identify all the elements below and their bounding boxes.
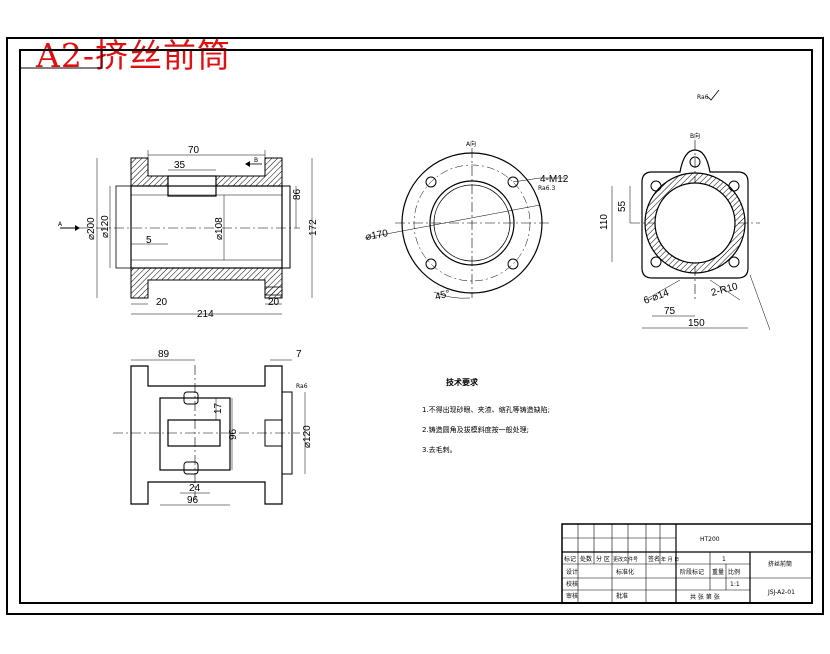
dim-172: 172 [308,219,319,236]
front-section-view: A [58,150,313,315]
dim-7: 7 [296,349,302,360]
dim-70: 70 [188,145,200,156]
tb-header-2: 分 区 [596,555,610,563]
corner-box [19,49,103,69]
dim-24: 24 [189,483,201,494]
dim-4-m12: 4-M12 [540,174,569,185]
flange-view-a: Ra6.3 [364,148,566,299]
tb-role-2: 审核 [566,592,578,600]
dim-5: 5 [146,235,152,246]
tb-std: 标准化 [616,568,634,576]
dim-150: 150 [688,318,705,329]
dim-d170: ⌀170 [365,228,390,243]
dim-d200: ⌀200 [86,217,97,240]
tb-header-1: 处数 [580,555,592,563]
tech-item-2: 2.铸造圆角及拔模斜度按一般处理; [422,425,529,434]
dim-89: 89 [158,349,170,360]
top-view: Ra6 [113,359,308,506]
dim-20-left: 20 [156,297,168,308]
dim-d108: ⌀108 [214,217,225,240]
tb-header-5: 年 月 日 [661,556,679,563]
dim-45deg: 45° [434,288,451,303]
title-block [561,523,813,604]
tb-col-0: 阶段标记 [680,568,704,576]
outer-frame [6,37,824,615]
dim-86: 86 [292,188,303,200]
tb-role-1: 校核 [566,580,578,588]
tb-scale: 1:1 [730,581,740,588]
dim-6-d14: 6-⌀14 [642,287,671,306]
tb-col-1: 重量 [712,568,724,576]
tech-item-3: 3.去毛刺。 [422,445,457,454]
dim-20-right: 20 [268,297,280,308]
tb-header-4: 签名 [648,555,660,563]
view-a-label: A向 [466,140,476,148]
tech-heading: 技术要求 [446,377,479,387]
tb-col-2: 比例 [728,568,740,576]
dim-35: 35 [174,160,186,171]
tb-quantity: 1 [722,556,726,563]
dim-214: 214 [197,309,214,320]
inner-frame [19,49,813,604]
svg-text:Ra6: Ra6 [296,383,308,390]
svg-text:Ra6.3: Ra6.3 [538,185,555,192]
tb-drawing-no: JSJ-A2-01 [767,589,795,596]
tb-footer: 共 张 第 张 [690,593,720,601]
label-b: B [254,157,258,164]
tb-header-0: 标记 [564,555,576,563]
view-b-label: B向 [690,132,700,140]
dim-96-h: 96 [187,495,199,506]
dim-d120: ⌀120 [100,215,111,238]
tb-material: HT200 [700,536,720,543]
dim-17: 17 [213,402,224,414]
dim-2-r10: 2-R10 [710,281,740,299]
tb-approve: 批准 [616,592,628,600]
dim-110: 110 [599,214,610,230]
tb-part-name: 挤丝前筒 [768,560,792,568]
dim-96-v: 96 [228,428,239,440]
tb-header-3: 更改文件号 [613,556,638,563]
svg-text:A: A [58,221,63,228]
dim-55: 55 [617,200,628,212]
flange-view-b [611,140,771,331]
dim-d120-top: ⌀120 [302,425,313,448]
roughness-symbol: Ra6 [697,89,720,101]
tb-role-0: 设计 [566,568,578,576]
tech-item-1: 1.不得出现砂眼、夹渣、缩孔等铸造缺陷; [422,405,550,414]
svg-text:Ra6: Ra6 [697,94,709,101]
dim-75: 75 [664,306,676,317]
